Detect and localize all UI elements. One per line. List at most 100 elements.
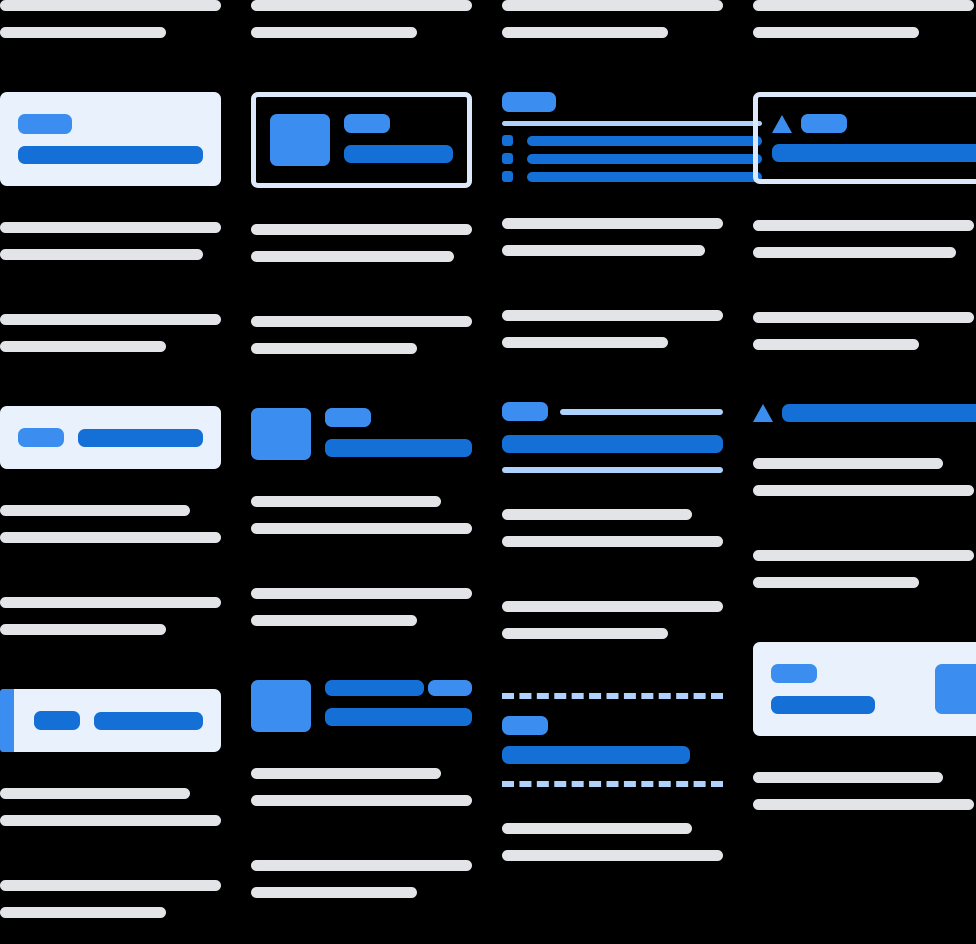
- text-line: [753, 339, 919, 350]
- thumbnail-icon: [935, 664, 976, 714]
- text-line: [753, 247, 957, 258]
- text-line: [502, 0, 723, 11]
- paragraph: [502, 0, 723, 38]
- badge-pill[interactable]: [801, 114, 847, 133]
- content-bar: [94, 711, 203, 730]
- divider-rule: [560, 408, 723, 415]
- badge-pill[interactable]: [34, 711, 80, 730]
- paragraph: [251, 224, 472, 262]
- column-1: [0, 0, 221, 944]
- text-line: [0, 341, 166, 352]
- badge-pill[interactable]: [771, 664, 817, 683]
- paragraph: [0, 222, 221, 260]
- badge-pill[interactable]: [344, 114, 390, 133]
- text-line: [251, 860, 472, 871]
- content-bar: [782, 404, 976, 422]
- triangle-warning-icon: [753, 404, 773, 422]
- paragraph: [251, 496, 472, 534]
- column-4: [753, 0, 976, 944]
- paragraph: [0, 505, 221, 543]
- text-line: [502, 850, 723, 861]
- content-bar: [772, 144, 976, 162]
- paragraph: [251, 768, 472, 806]
- badge-and-bar-card[interactable]: [0, 92, 221, 186]
- badge-pill[interactable]: [502, 716, 548, 735]
- text-line: [502, 536, 723, 547]
- list-item[interactable]: [502, 171, 762, 182]
- text-line: [753, 799, 974, 810]
- text-line: [502, 337, 668, 348]
- text-line: [0, 505, 191, 516]
- divider-rule: [502, 121, 762, 126]
- text-line: [502, 245, 706, 256]
- thumbnail-icon: [251, 680, 311, 732]
- content-bar: [325, 708, 472, 726]
- badge-pill[interactable]: [18, 428, 64, 447]
- text-line: [753, 0, 974, 11]
- list-item[interactable]: [502, 135, 762, 146]
- text-line: [0, 624, 166, 635]
- thumbnail-split-block[interactable]: [251, 680, 472, 732]
- bullet-list: [502, 135, 762, 182]
- text-line: [251, 224, 472, 235]
- paragraph: [502, 310, 723, 348]
- text-line: [251, 795, 472, 806]
- text-line: [251, 496, 442, 507]
- text-line: [753, 458, 944, 469]
- divider-rule: [502, 467, 723, 473]
- text-line: [251, 316, 472, 327]
- paragraph: [251, 860, 472, 898]
- badge-pill[interactable]: [428, 680, 472, 696]
- text-line: [251, 887, 417, 898]
- text-line: [251, 27, 417, 38]
- text-line: [251, 523, 472, 534]
- text-line: [753, 220, 974, 231]
- content-bar: [18, 146, 203, 164]
- text-line: [251, 768, 442, 779]
- paragraph: [753, 772, 974, 810]
- text-line: [502, 628, 668, 639]
- text-line: [251, 615, 417, 626]
- thumbnail-media-block[interactable]: [251, 408, 472, 460]
- accent-bar-card[interactable]: [0, 689, 221, 752]
- badge-pill[interactable]: [18, 114, 72, 134]
- text-line: [0, 314, 221, 325]
- paragraph: [251, 0, 472, 38]
- text-line: [0, 532, 221, 543]
- text-line: [0, 222, 221, 233]
- badge-pill[interactable]: [325, 408, 371, 427]
- text-line: [502, 310, 723, 321]
- content-bar: [325, 680, 424, 696]
- bullet-dot-icon: [502, 153, 513, 164]
- column-3: [502, 0, 762, 944]
- paragraph: [0, 597, 221, 635]
- paragraph: [753, 0, 974, 38]
- paragraph: [251, 316, 472, 354]
- paragraph: [0, 788, 221, 826]
- content-bar: [527, 135, 762, 146]
- text-line: [251, 588, 472, 599]
- bullet-dot-icon: [502, 135, 513, 146]
- warning-inline-block[interactable]: [753, 404, 976, 422]
- badge-pill[interactable]: [502, 92, 556, 112]
- text-line: [753, 577, 919, 588]
- content-bar: [325, 439, 472, 457]
- dashed-callout-card[interactable]: [502, 693, 723, 787]
- text-line: [0, 0, 221, 11]
- badge-pill[interactable]: [502, 402, 548, 421]
- thumbnail-card[interactable]: [251, 92, 472, 188]
- inline-pill-bar-card[interactable]: [0, 406, 221, 469]
- badge-rule-block[interactable]: [502, 402, 723, 473]
- text-line: [0, 880, 221, 891]
- text-line: [502, 601, 723, 612]
- paragraph: [0, 314, 221, 352]
- badge-list-block[interactable]: [502, 92, 762, 182]
- media-right-card[interactable]: [753, 642, 976, 736]
- paragraph: [0, 880, 221, 918]
- list-item[interactable]: [502, 153, 762, 164]
- text-line: [753, 27, 919, 38]
- text-line: [753, 772, 944, 783]
- warning-card[interactable]: [753, 92, 976, 184]
- paragraph: [251, 588, 472, 626]
